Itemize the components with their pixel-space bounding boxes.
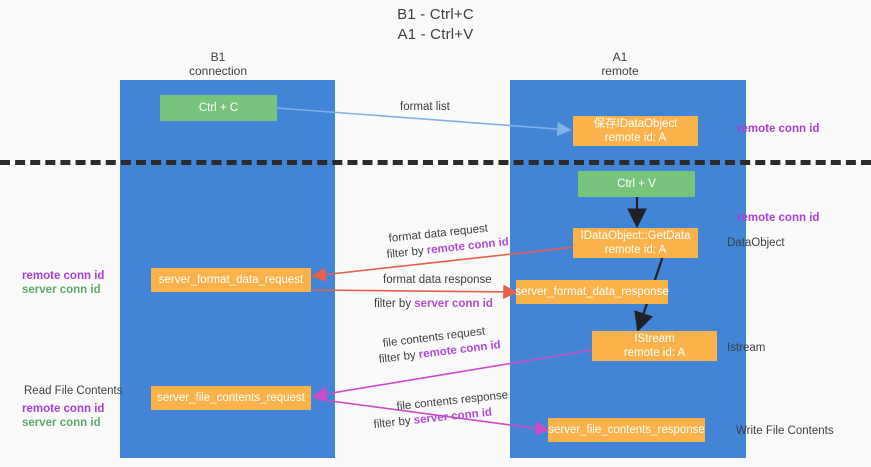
node-server-file-contents-response[interactable]: server_file_contents_response <box>548 418 705 442</box>
annotation-left-remote-conn-id-mid: remote conn id <box>22 270 105 282</box>
filter-prefix: filter by <box>386 244 428 261</box>
column-header-a1: A1 remote <box>510 50 730 78</box>
node-ctrl-v[interactable]: Ctrl + V <box>578 171 695 197</box>
column-header-b1-name: B1 <box>210 50 226 64</box>
column-header-b1: B1 connection <box>108 50 328 78</box>
node-server-file-contents-request[interactable]: server_file_contents_request <box>151 386 311 410</box>
node-server-format-data-request[interactable]: server_format_data_request <box>151 268 311 292</box>
edge-label-format-data-response: format data response <box>383 274 492 286</box>
annotation-remote-conn-id-top: remote conn id <box>737 123 820 135</box>
connector-format-data-request <box>311 246 576 282</box>
annotation-left-server-conn-id-bottom: server conn id <box>22 417 101 429</box>
horizontal-divider <box>0 160 871 165</box>
node-server-format-data-response[interactable]: server_format_data_response <box>515 280 669 304</box>
connector-format-data-response <box>312 284 518 300</box>
page-title-line-2: A1 - Ctrl+V <box>397 26 474 43</box>
annotation-read-file-contents: Read File Contents <box>24 385 123 397</box>
filter-prefix: filter by <box>373 414 415 431</box>
connector-file-contents-response <box>315 398 550 436</box>
annotation-write-file-contents: Write File Contents <box>736 425 834 437</box>
node-ctrl-c[interactable]: Ctrl + C <box>160 95 277 121</box>
column-header-b1-role: connection <box>188 64 248 78</box>
connector-file-contents-request <box>312 349 593 402</box>
node-istream[interactable]: IStream remote id: A <box>592 331 717 361</box>
node-save-idataobject[interactable]: 保存IDataObject remote id: A <box>573 116 698 146</box>
column-header-a1-role: remote <box>601 64 639 78</box>
annotation-dataobject: DataObject <box>727 237 785 249</box>
annotation-istream: Istream <box>727 342 766 354</box>
page-title-line-1: B1 - Ctrl+C <box>397 6 474 23</box>
annotation-remote-conn-id-mid: remote conn id <box>737 212 820 224</box>
node-idataobject-getdata[interactable]: IDataObject::GetData remote id: A <box>573 228 698 258</box>
annotation-left-server-conn-id-mid: server conn id <box>22 284 101 296</box>
edge-label-format-data-response-filter: filter by server conn id <box>374 297 493 312</box>
filter-key-server-conn-id: server conn id <box>414 298 493 310</box>
column-header-a1-name: A1 <box>612 50 628 64</box>
annotation-left-remote-conn-id-bottom: remote conn id <box>22 403 105 415</box>
edge-label-format-list: format list <box>400 101 450 113</box>
filter-prefix: filter by <box>378 349 420 366</box>
connector-format-list <box>276 107 572 137</box>
filter-prefix: filter by <box>374 298 415 310</box>
